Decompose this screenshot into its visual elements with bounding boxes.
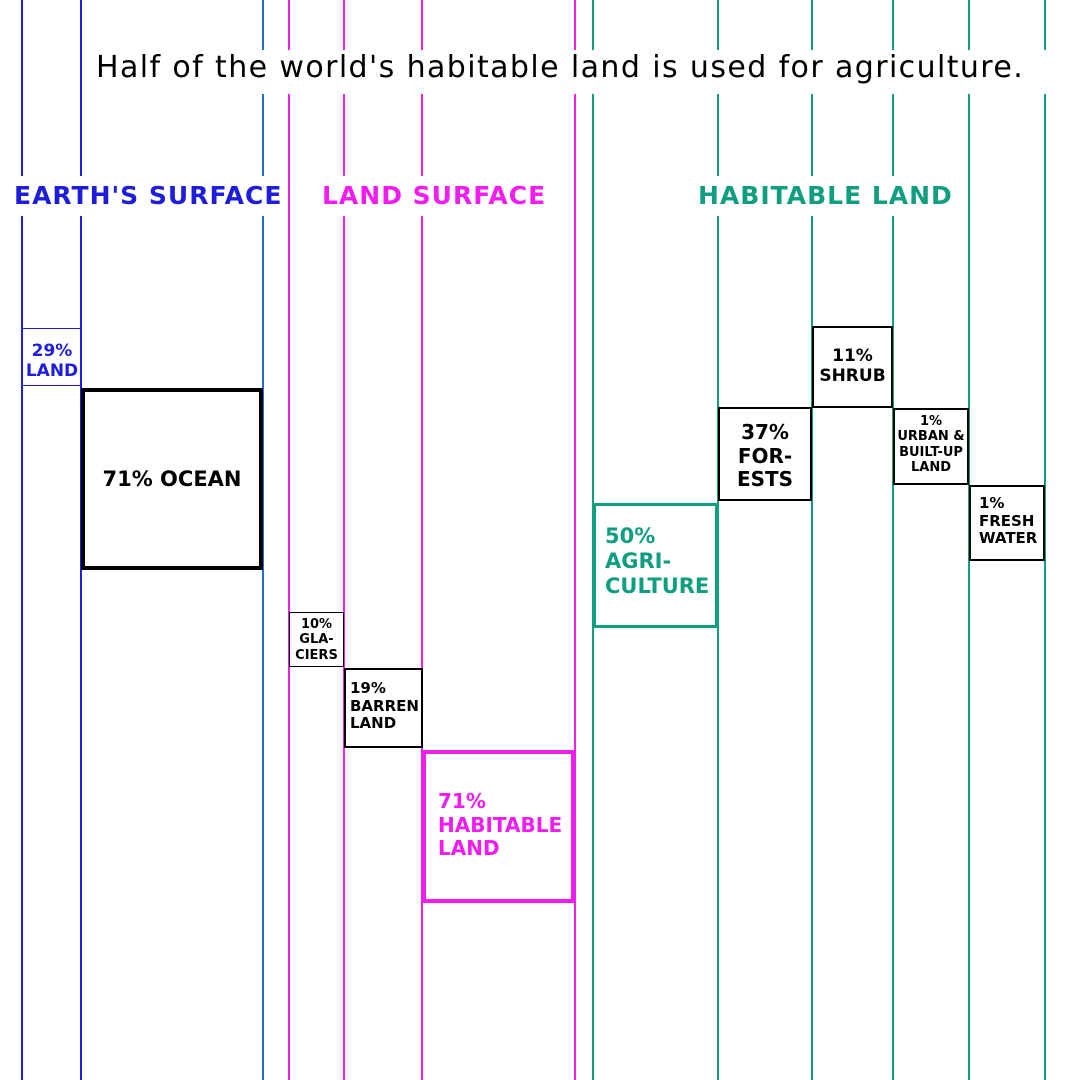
value-box: 11%SHRUB xyxy=(812,326,893,408)
box-label-line: SHRUB xyxy=(819,366,886,387)
value-box: 50%AGRI-CULTURE xyxy=(593,503,718,628)
group-label-habitable-land: HABITABLE LAND xyxy=(698,176,952,216)
box-label-line: AGRI- xyxy=(605,548,672,573)
box-label-line: FRESH xyxy=(979,511,1035,530)
value-box: 37%FOR-ESTS xyxy=(718,407,812,501)
chart-title: Half of the world's habitable land is us… xyxy=(96,50,1066,94)
group-label-earths-surface: EARTH'S SURFACE xyxy=(14,176,281,216)
box-label-line: BUILT-UP xyxy=(899,444,963,460)
value-box: 29%LAND xyxy=(22,328,81,386)
box-label-line: LAND xyxy=(438,836,500,861)
box-label-line: 11% xyxy=(832,346,873,366)
group-label-land-surface: LAND SURFACE xyxy=(322,176,545,216)
box-label-line: 1% xyxy=(919,414,943,429)
box-label-line: 71% OCEAN xyxy=(102,466,242,491)
box-label-line: HABITABLE xyxy=(438,812,563,837)
box-label-line: LAND xyxy=(25,361,79,382)
box-label-line: 29% xyxy=(31,341,73,361)
box-label-line: 50% xyxy=(605,524,656,548)
box-label-line: 19% xyxy=(350,679,386,697)
box-label-line: CULTURE xyxy=(605,573,710,598)
box-label-line: FOR- xyxy=(737,443,793,468)
value-box: 10%GLA-CIERS xyxy=(289,612,344,667)
box-label-line: URBAN & xyxy=(897,429,965,445)
box-label-line: GLA- xyxy=(299,632,334,648)
box-label-line: 10% xyxy=(300,617,333,632)
box-label-line: LAND xyxy=(350,714,397,733)
value-box: 71% OCEAN xyxy=(81,388,263,570)
box-label-line: ESTS xyxy=(736,467,794,492)
box-label-line: BARREN xyxy=(350,696,419,715)
box-label-line: 37% xyxy=(741,420,789,444)
box-label-line: 1% xyxy=(979,494,1005,512)
box-label-line: LAND xyxy=(910,460,951,476)
box-label-line: CIERS xyxy=(295,647,338,663)
box-label-line: WATER xyxy=(979,529,1038,548)
box-label-line: 71% xyxy=(438,789,486,813)
